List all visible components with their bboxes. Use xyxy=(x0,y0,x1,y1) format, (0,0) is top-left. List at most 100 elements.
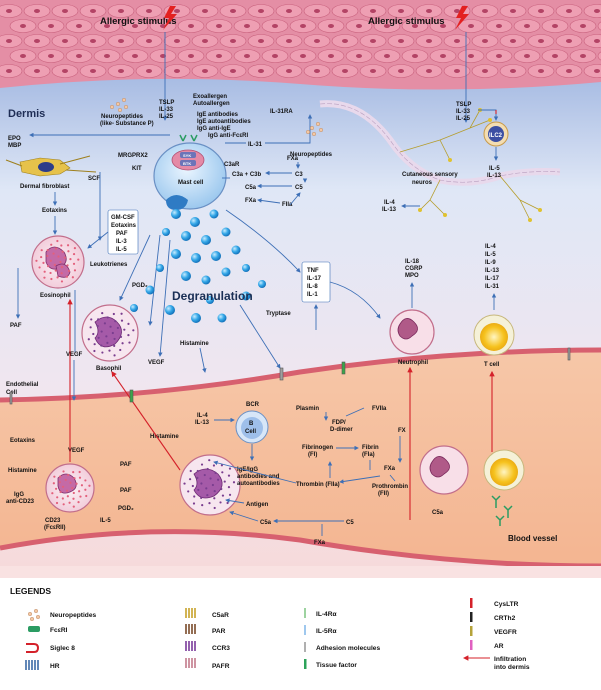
neuropeptides-sub-1: (like- Substance P) xyxy=(100,121,154,127)
ige-1: antibodies and xyxy=(237,474,280,480)
c3ar-label: C3aR xyxy=(224,162,240,168)
fx-label: FX xyxy=(398,428,406,434)
epidermis-nucleus xyxy=(104,54,110,58)
granule-dot xyxy=(203,473,206,477)
legend-item-infiltration: Infiltration into dermis xyxy=(494,656,530,671)
granule-dot xyxy=(196,469,199,473)
legend-item-il4ra: IL-4Rα xyxy=(316,611,337,618)
granule-dot xyxy=(85,494,88,498)
granule-dot xyxy=(232,481,236,484)
granule-dot xyxy=(121,342,124,345)
epidermis-nucleus xyxy=(76,54,82,58)
vessel-il4-0: IL-4 xyxy=(197,413,208,419)
granule-bead xyxy=(171,209,181,219)
crth2-legend-icon xyxy=(470,612,473,622)
ilc2-output: IL-5 IL-13 xyxy=(487,166,502,179)
granule-dot xyxy=(87,338,90,341)
ige-2: autoantibodies xyxy=(237,481,280,487)
c5ar-legend-icon xyxy=(185,608,196,618)
sensory-neuros-label: Cutaneous sensory neuros xyxy=(402,172,459,186)
legend-col1: Neuropeptides FcεRI Siglec 8 HR xyxy=(25,609,96,670)
epidermis-nucleus xyxy=(132,54,138,58)
epidermis-cells xyxy=(0,4,601,78)
tslp-left-2: IL-25 xyxy=(159,114,174,120)
granule-dot xyxy=(213,497,216,500)
epidermis-nucleus xyxy=(538,39,544,43)
tslp-group-right: TSLP IL-33 IL-25 xyxy=(456,102,473,122)
neuropeptides-label: Neuropeptides xyxy=(290,152,333,158)
tnf-list: TNF IL-17 IL-8 IL-1 xyxy=(307,268,323,298)
granule-bead xyxy=(209,209,219,219)
nerve-endings xyxy=(399,109,541,221)
bcell-0: B xyxy=(249,421,254,427)
epidermis-nucleus xyxy=(398,69,404,73)
granule-dot xyxy=(55,501,59,505)
epidermis-nucleus xyxy=(468,54,474,58)
legend-col4: CysLTR CRTh2 VEGFR AR Infiltration into … xyxy=(462,598,530,671)
epidermis-nucleus xyxy=(6,39,12,43)
granule-dot xyxy=(227,474,231,477)
granule-bead xyxy=(221,227,231,237)
granule-dot xyxy=(77,258,80,261)
epidermis-nucleus xyxy=(188,54,194,58)
sensory-0: Cutaneous sensory xyxy=(402,172,458,178)
epidermis-nucleus xyxy=(384,24,390,28)
granule-bead xyxy=(162,228,170,236)
granule-dot xyxy=(220,464,223,467)
granule-dot xyxy=(113,354,116,357)
epidermis-nucleus xyxy=(328,54,334,58)
granule-dot xyxy=(101,312,104,315)
neuropeptide-dots xyxy=(306,121,324,136)
granule-dot xyxy=(206,467,209,471)
granule-bead xyxy=(181,231,191,241)
mediator-2: PAF xyxy=(116,231,128,237)
vessel-fxa-label: FXa xyxy=(314,540,326,546)
tcell-prod-4: IL-17 xyxy=(485,276,500,282)
granule-dot xyxy=(221,494,225,497)
vessel-paf-label: PAF xyxy=(120,462,132,468)
granule-bead xyxy=(206,296,214,304)
epidermis-nucleus xyxy=(384,54,390,58)
basophil-cell xyxy=(81,304,139,362)
epidermis-nucleus xyxy=(76,24,82,28)
ar-legend-icon xyxy=(470,640,473,650)
epidermis-nucleus xyxy=(342,39,348,43)
granule-dot xyxy=(53,475,56,478)
neut-prod-1: CGRP xyxy=(405,266,422,272)
epidermis-nucleus xyxy=(440,24,446,28)
legends-title: LEGENDS xyxy=(10,586,51,596)
epidermis-nucleus xyxy=(6,9,12,13)
granule-dot xyxy=(220,487,223,491)
epidermis-nucleus xyxy=(272,54,278,58)
epidermis-nucleus xyxy=(146,69,152,73)
vessel-neutrophil xyxy=(419,445,469,495)
epidermis-nucleus xyxy=(132,24,138,28)
epidermis-nucleus xyxy=(244,24,250,28)
tslp-left-0: TSLP xyxy=(159,100,174,106)
fibrinogen-label: Fibrinogen (FI) xyxy=(302,445,335,458)
igg-1: anti-CD23 xyxy=(6,499,35,505)
c5-label: C5 xyxy=(295,185,303,191)
mrgprx2-label: MRGPRX2 xyxy=(118,153,148,159)
fiia-label: FIIa xyxy=(282,202,293,208)
granule-dot xyxy=(72,491,75,495)
b-cell xyxy=(235,410,269,444)
vessel-cd23-label: CD23 (FcεRII) xyxy=(44,518,66,531)
epidermis-nucleus xyxy=(314,69,320,73)
granule-dot xyxy=(214,471,217,474)
granule-bead xyxy=(190,217,200,227)
eosinophil-granules xyxy=(35,239,80,283)
epidermis-nucleus xyxy=(202,39,208,43)
granule-dot xyxy=(40,249,43,252)
epidermis-nucleus xyxy=(286,39,292,43)
il4-il13-label: IL-4 IL-13 xyxy=(382,200,397,213)
vessel-basophil-granules xyxy=(183,459,236,510)
epidermis-nucleus xyxy=(510,69,516,73)
ccr3-legend-icon xyxy=(185,641,196,651)
epidermis-nucleus xyxy=(300,54,306,58)
granule-dot xyxy=(84,479,87,482)
granule-dot xyxy=(50,243,53,246)
il4-il13-vessel: IL-4 IL-13 xyxy=(195,413,210,426)
neutrophil-label: Neutrophil xyxy=(398,360,428,366)
epidermis-nucleus xyxy=(286,9,292,13)
